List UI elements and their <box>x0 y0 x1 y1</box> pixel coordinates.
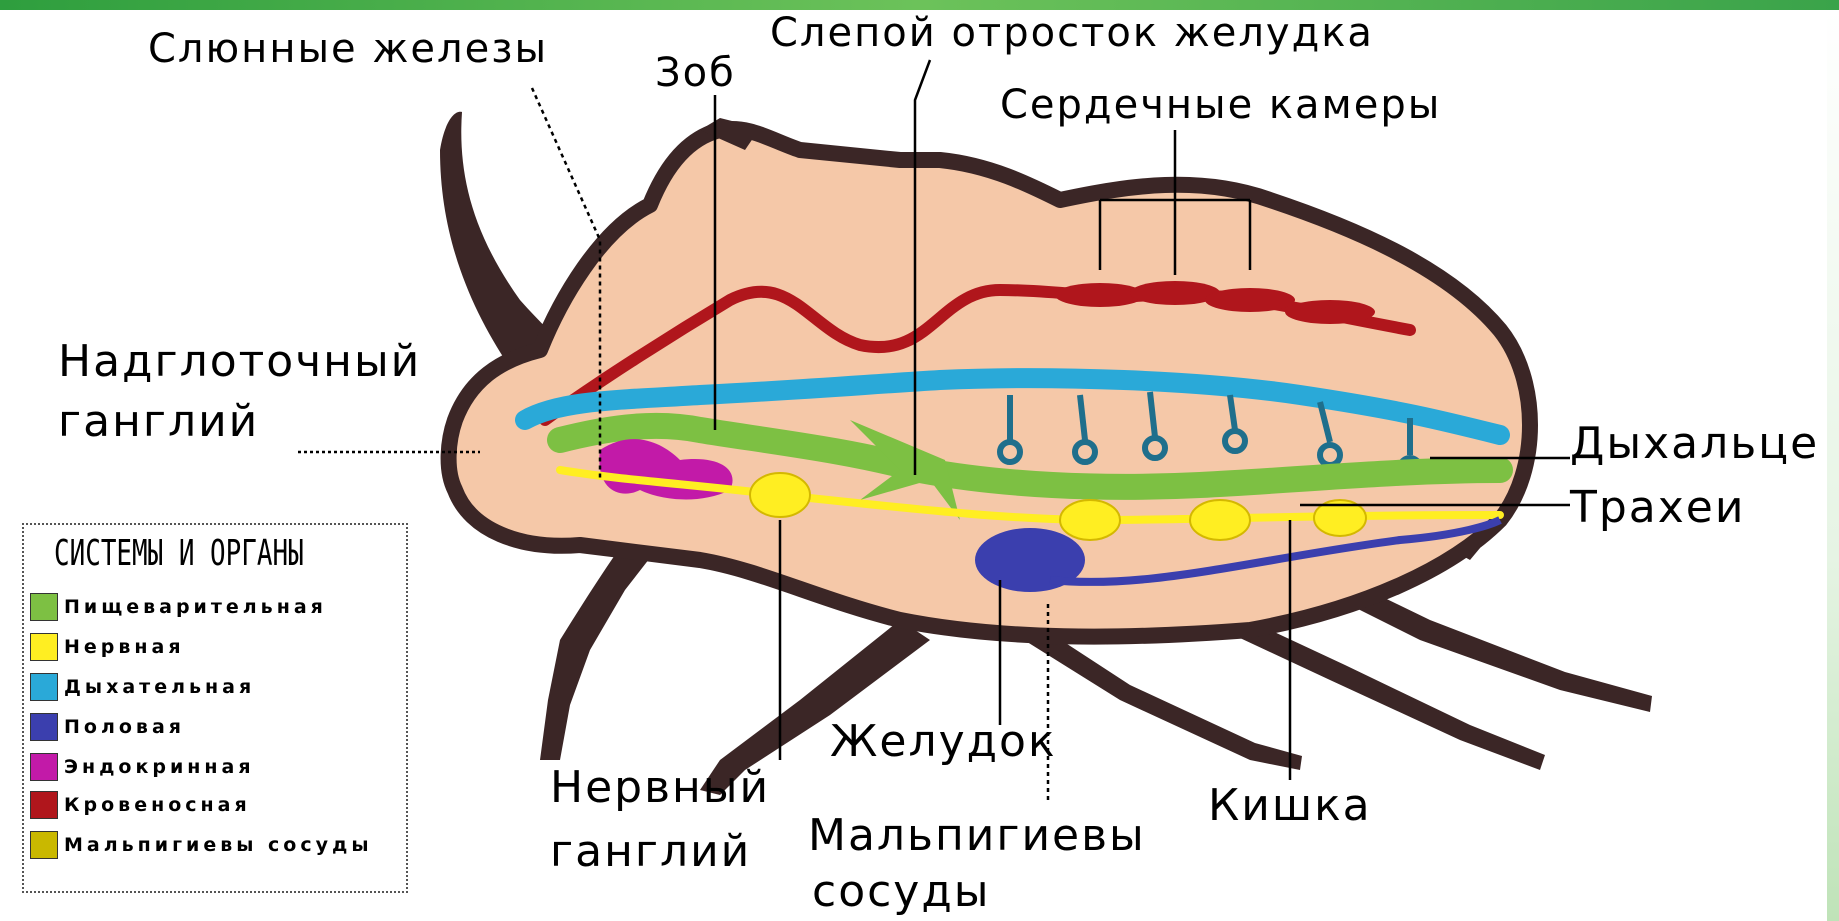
label-supraesophageal-line2: ганглий <box>58 396 259 447</box>
label-intestine: Кишка <box>1208 780 1372 831</box>
ganglion-3 <box>1190 500 1250 540</box>
label-supraesophageal-line1: Надглоточный <box>58 336 421 387</box>
label-heart-chambers: Сердечные камеры <box>1000 82 1441 128</box>
legend-box: СИСТЕМЫ И ОРГАНЫ Пищеварительная Нервная… <box>22 523 408 893</box>
legend-item: Нервная <box>30 629 185 665</box>
label-stomach: Желудок <box>830 716 1057 767</box>
legend-label: Кровеносная <box>64 794 251 816</box>
legend-item: Мальпигиевы сосуды <box>30 827 373 863</box>
ganglion-1 <box>750 473 810 517</box>
legend-swatch <box>30 791 58 819</box>
legend-label: Пищеварительная <box>64 596 327 618</box>
legend-label: Эндокринная <box>64 756 255 778</box>
legend-swatch <box>30 633 58 661</box>
legend-item: Кровеносная <box>30 787 251 823</box>
legend-title: СИСТЕМЫ И ОРГАНЫ <box>54 533 304 574</box>
legend-item: Пищеварительная <box>30 589 327 625</box>
label-salivary-glands: Слюнные железы <box>148 26 548 72</box>
legend-item: Половая <box>30 709 185 745</box>
label-spiracles: Дыхальце <box>1570 418 1819 469</box>
label-crop: Зоб <box>655 50 736 96</box>
label-gastric-caecum: Слепой отросток желудка <box>770 10 1374 56</box>
label-malpighian-line1: Мальпигиевы <box>808 810 1146 861</box>
legend-label: Половая <box>64 716 185 738</box>
legend-swatch <box>30 713 58 741</box>
label-tracheae: Трахеи <box>1570 482 1745 533</box>
legend-label: Нервная <box>64 636 185 658</box>
legend-swatch <box>30 831 58 859</box>
legend-item: Эндокринная <box>30 749 255 785</box>
legend-item: Дыхательная <box>30 669 255 705</box>
ganglion-2 <box>1060 500 1120 540</box>
legend-label: Мальпигиевы сосуды <box>64 834 373 856</box>
legend-swatch <box>30 593 58 621</box>
legend-swatch <box>30 673 58 701</box>
label-nerve-ganglion-line1: Нервный <box>550 762 770 813</box>
heart-chamber-3 <box>1205 288 1295 312</box>
label-nerve-ganglion-line2: ганглий <box>550 826 751 877</box>
legend-swatch <box>30 753 58 781</box>
heart-chamber-4 <box>1285 300 1375 324</box>
label-malpighian-line2: сосуды <box>812 866 991 917</box>
legend-label: Дыхательная <box>64 676 255 698</box>
